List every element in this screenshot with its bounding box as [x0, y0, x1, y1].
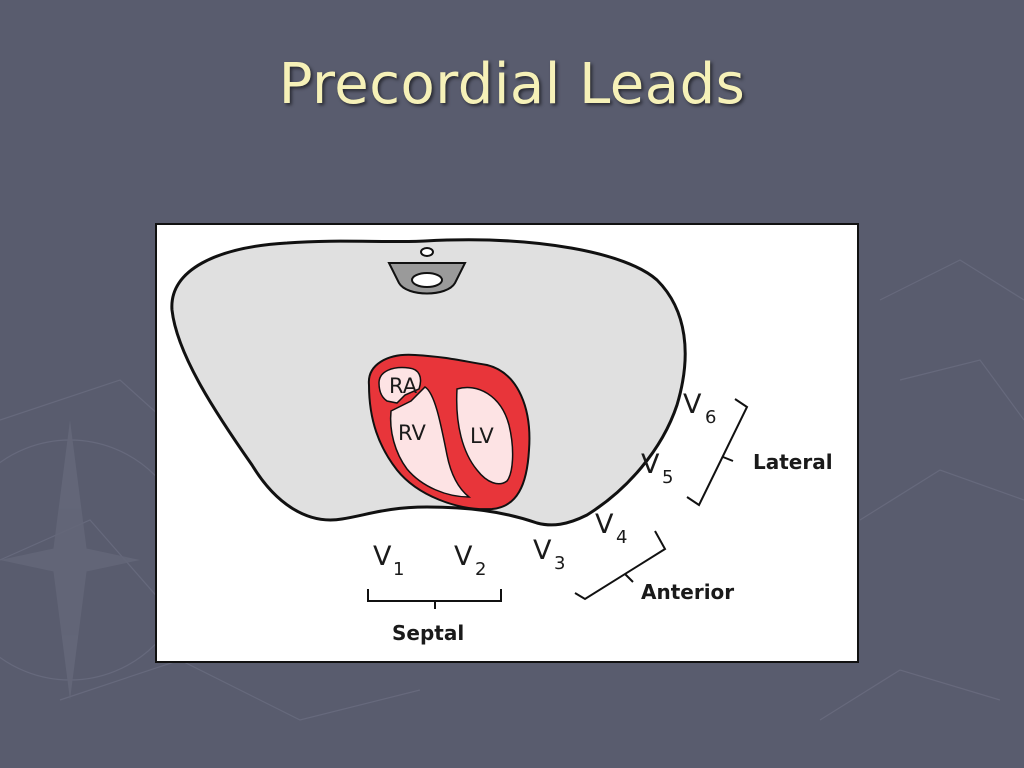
svg-text:4: 4: [616, 527, 627, 548]
lead-v2: V 2: [454, 541, 486, 580]
chamber-label-lv: LV: [470, 424, 494, 448]
group-label-anterior: Anterior: [641, 580, 734, 604]
right-atrium-cavity: [378, 366, 422, 404]
svg-text:2: 2: [475, 559, 486, 580]
svg-text:V: V: [373, 541, 392, 572]
group-label-septal: Septal: [392, 621, 464, 645]
svg-text:V: V: [533, 535, 552, 566]
lateral-bracket: [686, 398, 749, 507]
svg-text:5: 5: [662, 467, 673, 488]
svg-text:V: V: [454, 541, 473, 572]
lead-v6: V 6: [683, 389, 716, 428]
right-ventricle-cavity: [389, 386, 472, 498]
spine-vertebra: [387, 247, 467, 295]
svg-text:6: 6: [705, 407, 716, 428]
svg-text:3: 3: [554, 553, 565, 574]
svg-text:V: V: [595, 509, 614, 540]
lead-v1: V 1: [373, 541, 404, 580]
septal-bracket: [367, 589, 502, 609]
chamber-label-ra: RA: [389, 374, 418, 398]
svg-text:1: 1: [393, 559, 404, 580]
left-ventricle-cavity: [455, 386, 514, 485]
chamber-label-rv: RV: [398, 421, 426, 445]
group-label-lateral: Lateral: [753, 450, 833, 474]
diagram-frame: RA RV LV V 1 V 2 V 3 V 4 V 5 V 6: [155, 223, 859, 663]
precordial-leads-diagram: RA RV LV V 1 V 2 V 3 V 4 V 5 V 6: [170, 238, 833, 645]
slide-title: Precordial Leads: [278, 52, 746, 117]
heart: RA RV LV: [367, 353, 531, 511]
svg-text:V: V: [641, 449, 660, 480]
lead-v3: V 3: [533, 535, 565, 574]
lead-v5: V 5: [641, 449, 673, 488]
anterior-bracket: [574, 530, 667, 601]
lead-v4: V 4: [595, 509, 627, 548]
svg-text:V: V: [683, 389, 702, 420]
